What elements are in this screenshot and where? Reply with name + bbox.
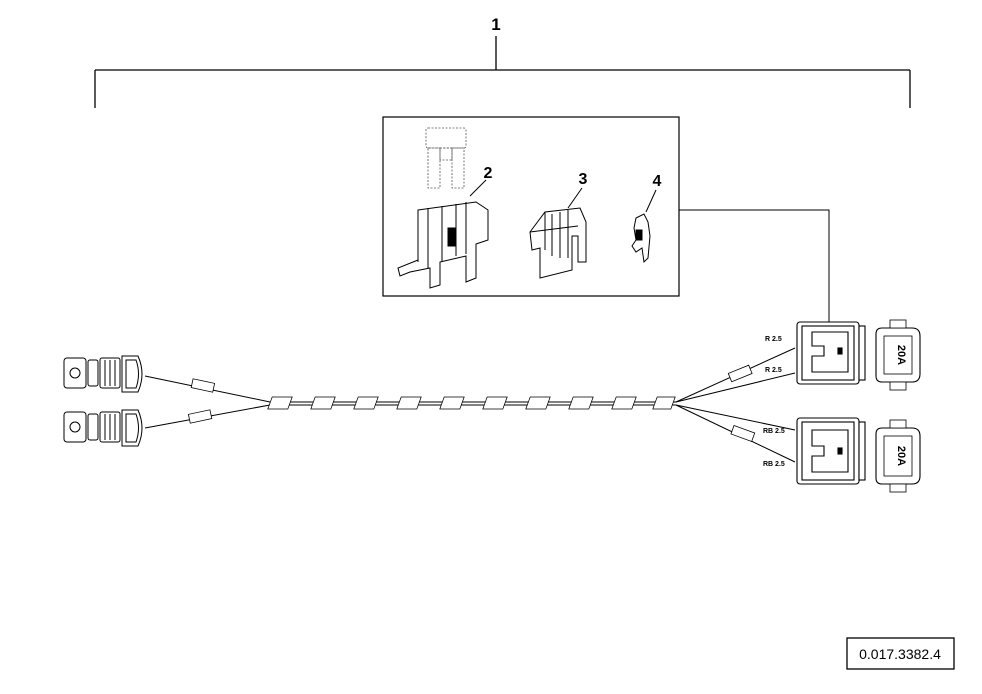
- cover-part: [529, 207, 587, 279]
- terminal-part: [631, 213, 651, 264]
- tape-wraps: [187, 364, 756, 442]
- callout-2: 2: [484, 165, 493, 182]
- wire-label-upper-a: R 2.5: [765, 336, 782, 343]
- wire-label-lower-a: RB 2.5: [763, 428, 785, 435]
- callout-3: 3: [579, 171, 588, 188]
- reference-number: 0.017.3382.4: [859, 646, 941, 662]
- reference-number-box: 0.017.3382.4: [846, 637, 955, 670]
- fuse-label-lower: 20A: [895, 446, 907, 466]
- assembly-bracket: [94, 36, 911, 108]
- wire-label-lower-b: RB 2.5: [763, 461, 785, 468]
- fuse-holder-connector-upper: [796, 321, 866, 385]
- fuse-outline: [425, 127, 467, 189]
- callout-4: 4: [653, 173, 662, 190]
- left-connector-lower: [63, 409, 143, 447]
- fuse-holder-part: [397, 201, 489, 289]
- fuse-upper: 20A: [875, 319, 921, 391]
- callout-1: 1: [491, 15, 500, 34]
- fuse-holder-connector-lower: [796, 417, 866, 485]
- wire-label-upper-b: R 2.5: [765, 367, 782, 374]
- fuse-label-upper: 20A: [895, 345, 907, 365]
- detail-box: 2 3 4: [382, 116, 830, 323]
- left-connector-upper: [63, 355, 143, 393]
- harness-wires: [144, 347, 796, 463]
- fuse-lower: 20A: [875, 419, 921, 493]
